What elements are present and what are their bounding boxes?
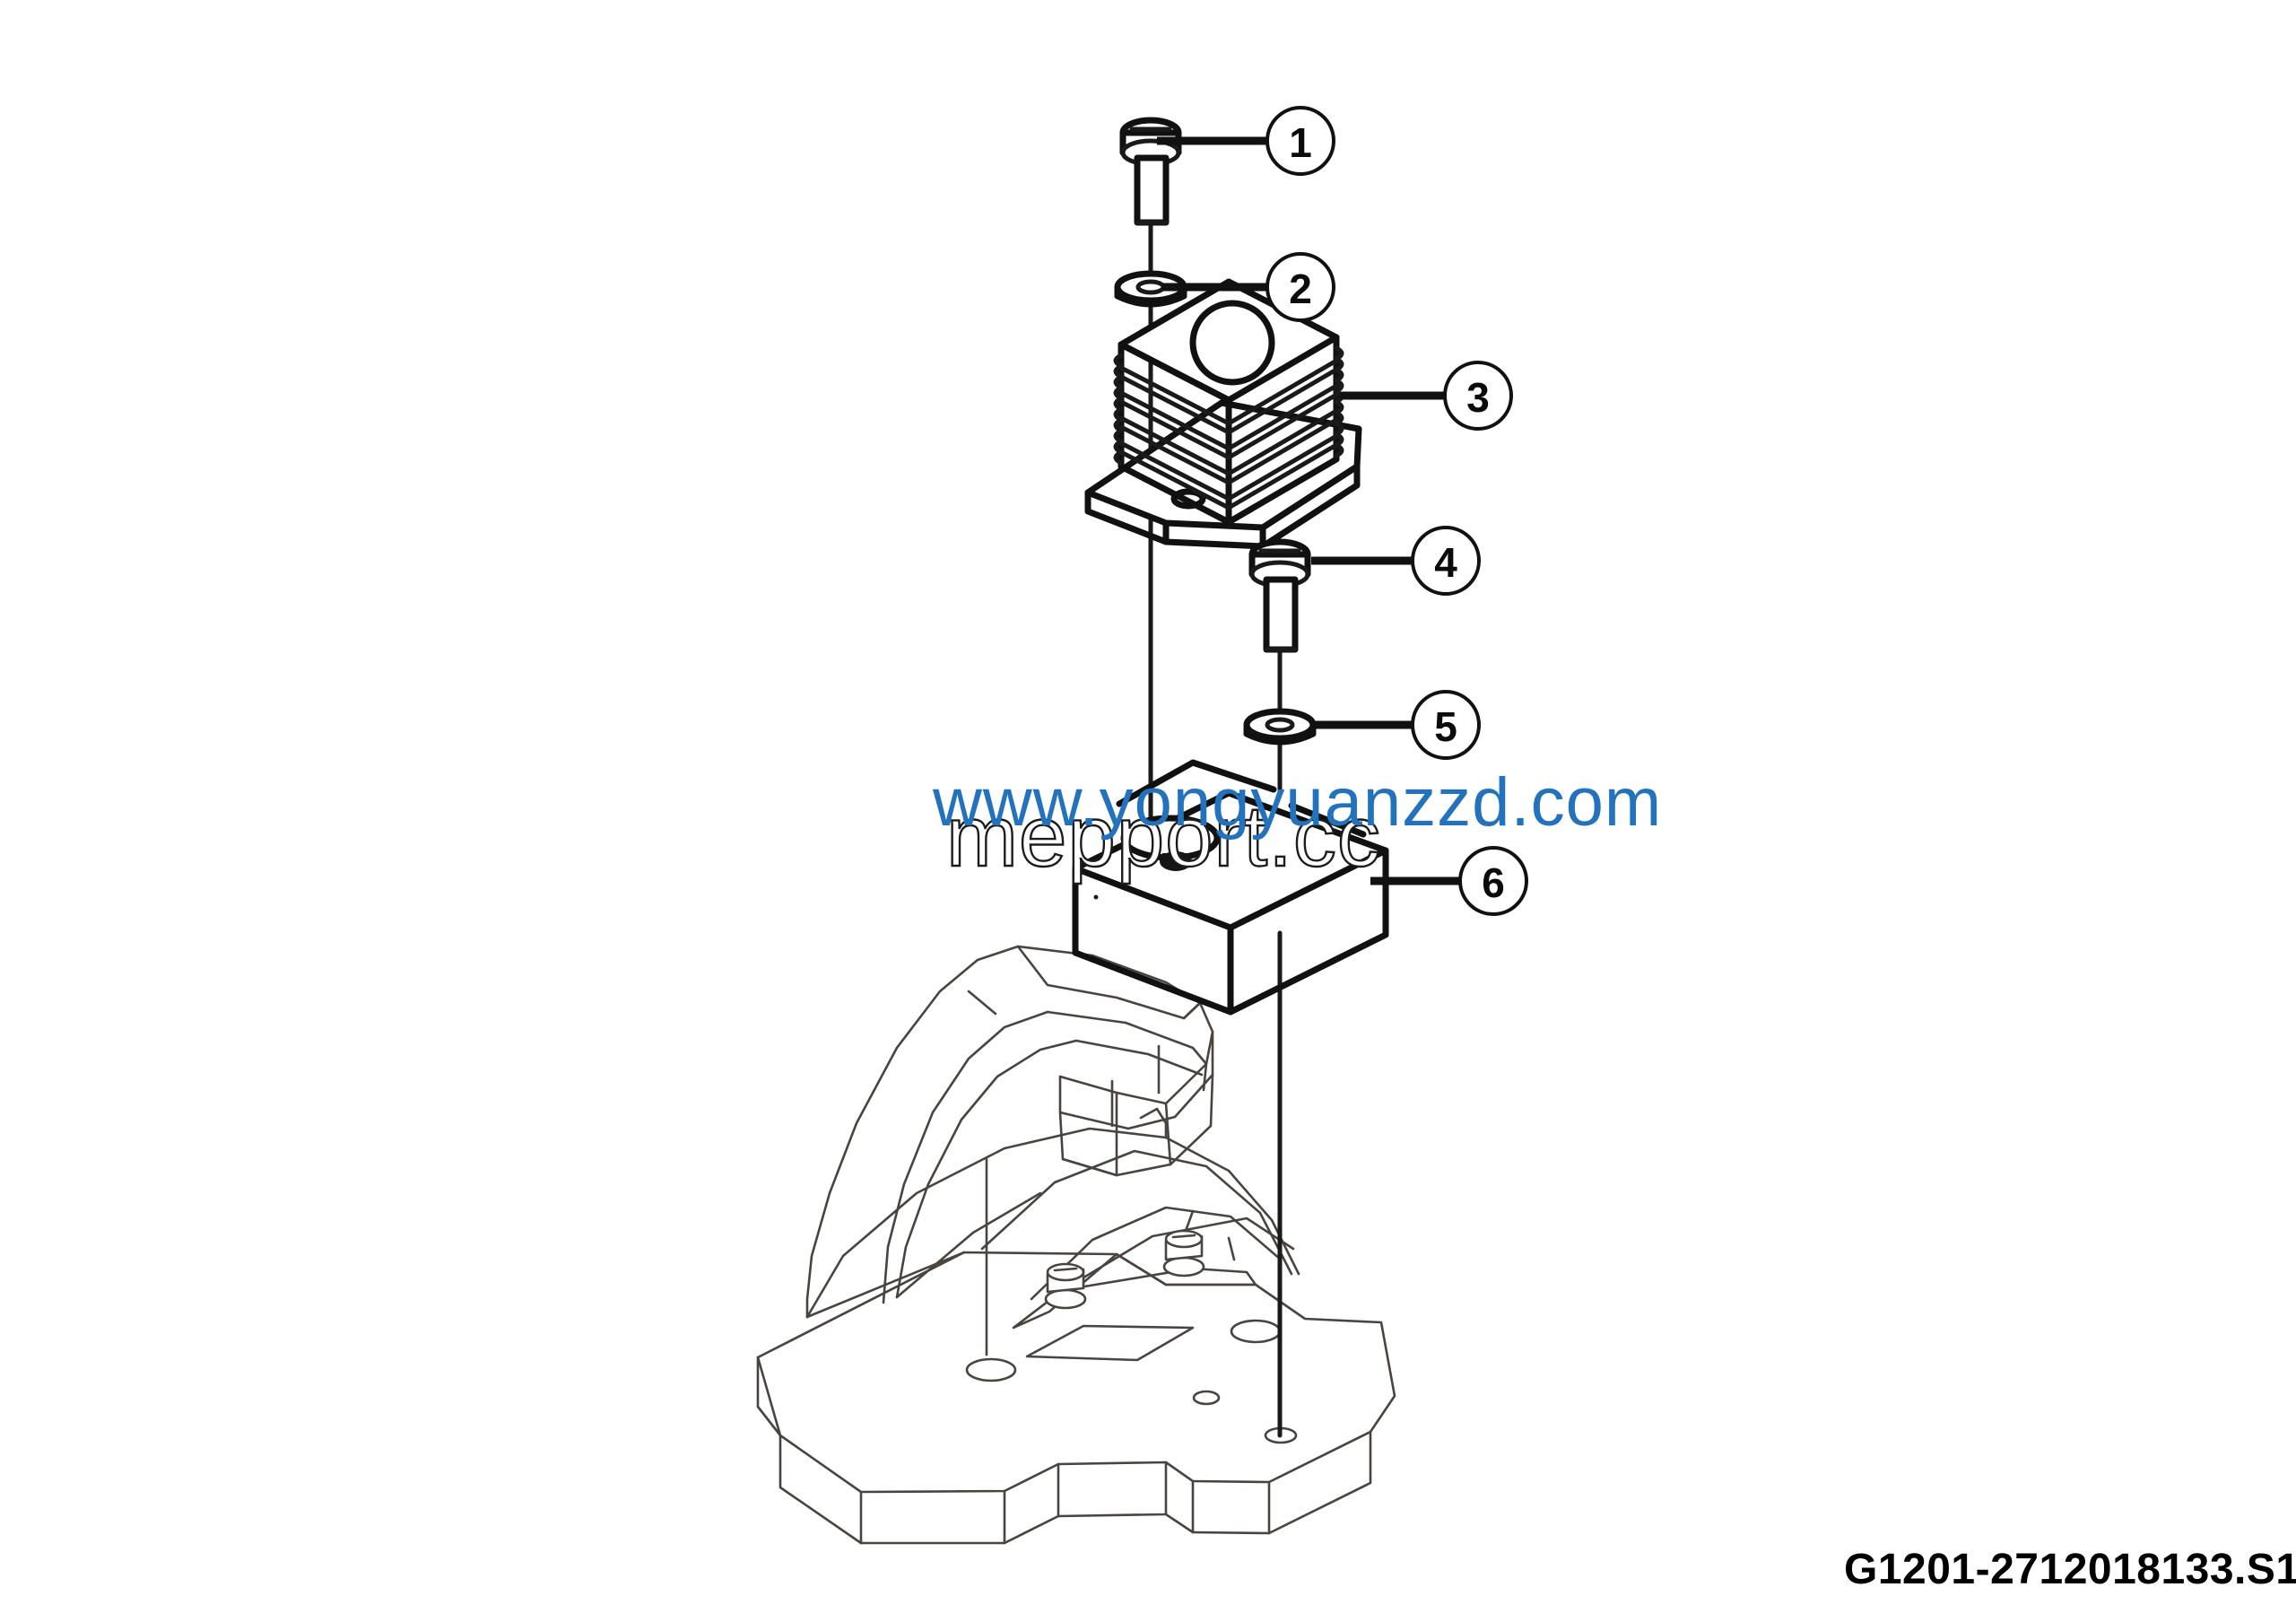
callout-5[interactable]: 5 — [1411, 690, 1481, 760]
callout-6[interactable]: 6 — [1458, 846, 1528, 916]
diagram-caption: G1201-2712018133.S1A — [1844, 1546, 2296, 1593]
part-4-hex-bolt-lower — [1248, 538, 1311, 653]
callout-layer: 1 2 3 4 5 6 — [1157, 106, 1528, 916]
base-fastener-right — [1162, 1209, 1205, 1278]
callout-2[interactable]: 2 — [1265, 252, 1335, 322]
callout-4-label: 4 — [1434, 539, 1457, 586]
callout-3[interactable]: 3 — [1443, 361, 1513, 431]
callout-3-label: 3 — [1466, 374, 1490, 421]
callout-1-label: 1 — [1289, 119, 1312, 166]
fins-left — [1118, 365, 1231, 510]
part-6-control-box — [1072, 759, 1389, 1016]
callout-1[interactable]: 1 — [1265, 106, 1335, 176]
watermark-brand-text: mepport.cc — [946, 789, 1381, 885]
part-1-hex-bolt-upper — [1119, 117, 1182, 226]
base-fastener-left — [1044, 1262, 1087, 1310]
callout-2-label: 2 — [1289, 266, 1312, 312]
callout-4[interactable]: 4 — [1411, 526, 1481, 596]
mounting-bracket-base — [756, 945, 1396, 1545]
callout-6-label: 6 — [1482, 859, 1505, 906]
watermark-url-text: www.yongyuanzzd.com — [932, 764, 1662, 841]
watermark-layer: mepport.cc www.yongyuanzzd.com — [932, 764, 1662, 885]
fins-right — [1226, 358, 1339, 510]
part-5-flat-washer-lower — [1243, 708, 1317, 746]
callout-5-label: 5 — [1434, 703, 1457, 750]
